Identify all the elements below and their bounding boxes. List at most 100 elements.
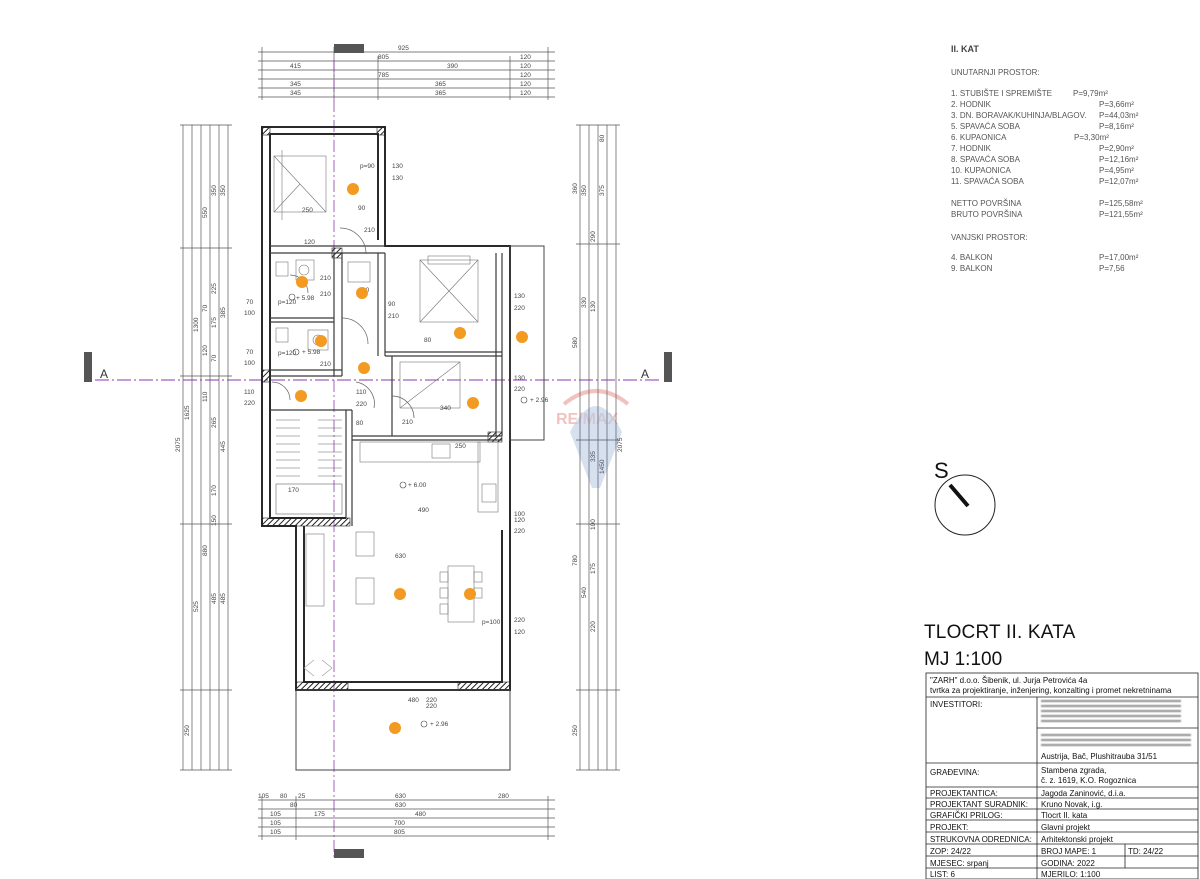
room-marker	[389, 722, 401, 734]
room-area: P=3,30m²	[1074, 133, 1109, 142]
balconies	[295, 245, 545, 771]
room-name: 2. HODNIK	[951, 100, 992, 109]
dim-label: 445	[220, 441, 227, 452]
scale-small: MJERILO: 1:100	[1041, 870, 1101, 879]
dim-label: 630	[395, 553, 406, 560]
north-label: S	[934, 458, 949, 483]
dim-label: 210	[364, 227, 375, 234]
level-mark: + 2.96	[430, 721, 449, 728]
room-name: 4. BALKON	[951, 253, 993, 262]
dim-label: 330	[581, 297, 588, 308]
dim-label: 80	[424, 337, 432, 344]
gross-label: BRUTO POVRŠINA	[951, 210, 1023, 219]
bottom-dimension-chains	[258, 796, 555, 840]
room-area: P=12,07m²	[1099, 177, 1139, 186]
room-marker	[516, 331, 528, 343]
dim-label: 130	[590, 301, 597, 312]
plan-dim-labels: p=90 p=120 p=120 p=100 + 5.98 + 5.98 + 6…	[244, 163, 549, 728]
interior-heading: UNUTARNJI PROSTOR:	[951, 68, 1040, 77]
dim-label: 1625	[184, 405, 191, 420]
dim-label: 250	[184, 725, 191, 736]
right-dimension-chains	[576, 124, 620, 771]
north-arrow: S	[934, 458, 996, 536]
sheet: LIST: 6	[930, 870, 955, 879]
dim-label: 220	[514, 386, 525, 393]
project-label: PROJEKT:	[930, 823, 969, 832]
level-mark: + 2.96	[530, 397, 549, 404]
room-area: P=7,56	[1099, 264, 1125, 273]
dim-label: 880	[202, 545, 209, 556]
associate-label: PROJEKTANT SURADNIK:	[930, 800, 1028, 809]
dim-label: 130	[514, 293, 525, 300]
room-name: 7. HODNIK	[951, 144, 992, 153]
dim-label: 220	[590, 621, 597, 632]
dim-label: 385	[220, 307, 227, 318]
section-label-right: A	[641, 367, 649, 381]
title-block-grid	[925, 672, 1199, 879]
room-name: 8. SPAVAĆA SOBA	[951, 155, 1020, 164]
room-marker	[394, 588, 406, 600]
room-area: P=4,95m²	[1099, 166, 1134, 175]
dim-label: 1300	[193, 317, 200, 332]
dim-label: 105	[258, 793, 269, 800]
dim-label: 580	[572, 337, 579, 348]
dim-label: 90	[358, 205, 366, 212]
dim-label: 630	[395, 793, 406, 800]
drawing-scale: MJ 1:100	[924, 649, 1003, 670]
dim-label: 120	[520, 63, 531, 70]
room-marker	[454, 327, 466, 339]
dim-label: 540	[581, 587, 588, 598]
dim-label: 210	[320, 361, 331, 368]
investor-redacted-2	[1041, 734, 1191, 750]
room-name: 10. KUPAONICA	[951, 166, 1011, 175]
graphic-value: Tlocrt II. kata	[1041, 811, 1088, 820]
dim-label: 390	[447, 63, 458, 70]
bottom-marker	[334, 849, 364, 858]
level-markers	[288, 293, 528, 728]
dim-label: 250	[302, 207, 313, 214]
room-area: P=8,16m²	[1099, 122, 1134, 131]
dim-label: 90	[388, 301, 396, 308]
investors-label: INVESTITORI:	[930, 700, 983, 709]
room-name: 1. STUBIŠTE I SPREMIŠTE	[951, 89, 1052, 98]
dim-label: 290	[590, 231, 597, 242]
room-name: 3. DN. BORAVAK/KUHINJA/BLAGOV.	[951, 111, 1087, 120]
dim-label: 345	[290, 90, 301, 97]
dim-label: 175	[590, 563, 597, 574]
dim-label: 1450	[599, 459, 606, 474]
dim-label: 340	[440, 405, 451, 412]
room-name: 11. SPAVAĆA SOBA	[951, 177, 1024, 186]
net-label: NETTO POVRŠINA	[951, 199, 1022, 208]
dim-label: 250	[572, 725, 579, 736]
watermark-text: RE/MAX	[556, 411, 619, 428]
room-height: p=120	[278, 350, 297, 357]
dim-label: 110	[202, 391, 209, 402]
investor-redacted	[1041, 700, 1191, 724]
dim-label: 120	[514, 517, 525, 524]
dim-label: 250	[455, 443, 466, 450]
dim-label: 925	[398, 45, 409, 52]
dim-label: 70	[211, 354, 218, 362]
dim-label: 485	[211, 593, 218, 604]
legend-row: 10. KUPAONICA P=4,95m²	[951, 166, 1181, 177]
company-line-2: tvrtka za projektiranje, inženjering, ko…	[930, 686, 1172, 695]
dim-label: 100	[244, 360, 255, 367]
dim-label: 130	[392, 163, 403, 170]
dim-label: 220	[514, 528, 525, 535]
room-area: P=12,16m²	[1099, 155, 1139, 164]
dim-label: 280	[498, 793, 509, 800]
drawing-title: TLOCRT II. KATA	[924, 622, 1076, 643]
dim-label: 70	[202, 304, 209, 312]
room-marker	[296, 276, 308, 288]
designer-label: PROJEKTANTICA:	[930, 789, 998, 798]
dim-label: 80	[599, 134, 606, 142]
room-marker	[467, 397, 479, 409]
dim-label: 630	[395, 802, 406, 809]
dim-label: 220	[244, 400, 255, 407]
